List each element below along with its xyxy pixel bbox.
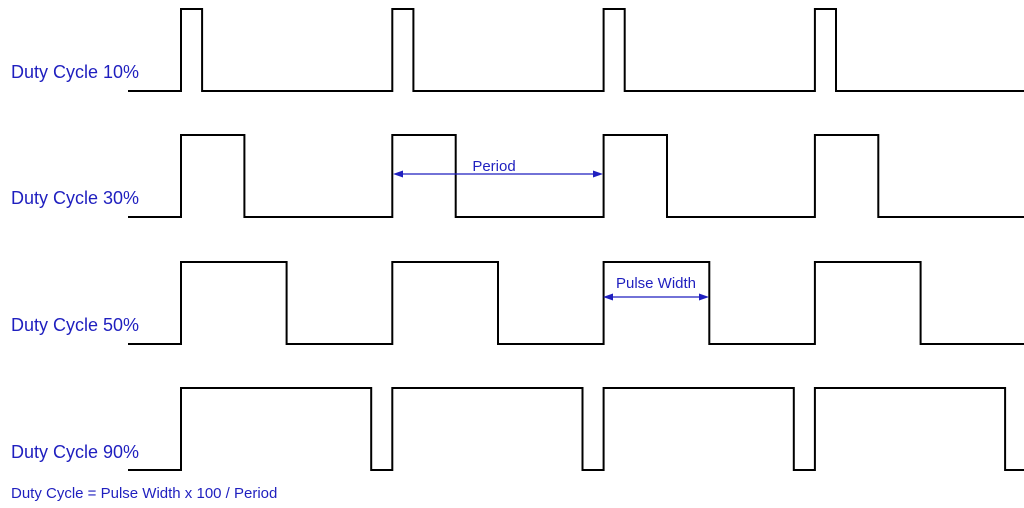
square-wave-30	[128, 134, 1024, 218]
waveform-row-90: Duty Cycle 90%	[11, 387, 1024, 471]
period-arrow-left-head	[393, 170, 403, 178]
period-annotation: Period	[393, 158, 603, 178]
pulse-width-label: Pulse Width	[616, 275, 696, 292]
period-arrow-right-head	[593, 170, 603, 178]
square-wave-50	[128, 261, 1024, 345]
row-label-50: Duty Cycle 50%	[11, 315, 139, 335]
waveform-row-50: Duty Cycle 50%	[11, 261, 1024, 345]
duty-cycle-formula: Duty Cycle = Pulse Width x 100 / Period	[11, 485, 277, 502]
square-wave-10	[128, 8, 1024, 92]
row-label-90: Duty Cycle 90%	[11, 442, 139, 462]
row-label-10: Duty Cycle 10%	[11, 62, 139, 82]
waveform-row-10: Duty Cycle 10%	[11, 8, 1024, 92]
pulse-width-arrow-right-head	[699, 293, 709, 301]
row-label-30: Duty Cycle 30%	[11, 188, 139, 208]
pulse-width-annotation: Pulse Width	[603, 275, 709, 301]
period-label: Period	[472, 158, 515, 175]
square-wave-90	[128, 387, 1024, 471]
waveform-row-30: Duty Cycle 30%	[11, 134, 1024, 218]
pulse-width-arrow-left-head	[603, 293, 613, 301]
